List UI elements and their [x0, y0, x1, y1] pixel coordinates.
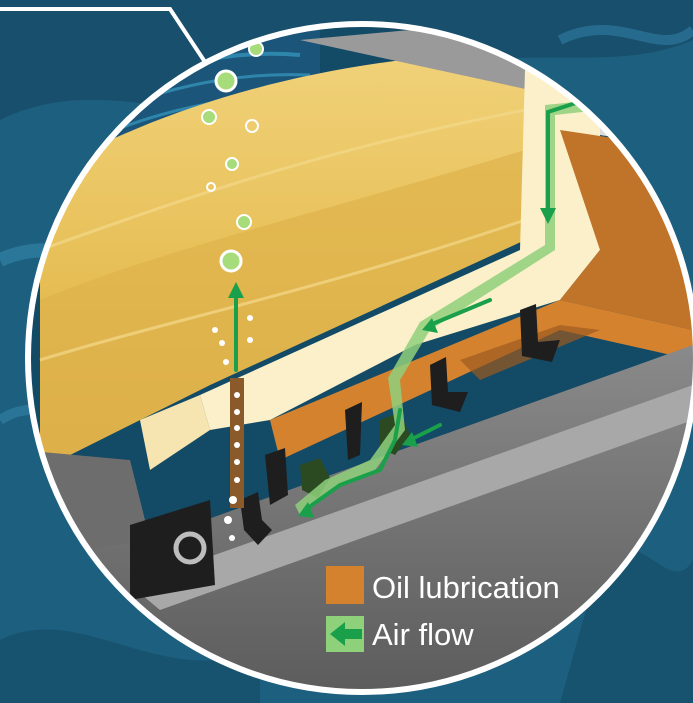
seal-1	[240, 492, 272, 545]
magnified-view: Oil lubrication Air flow	[28, 24, 693, 692]
oil-strip	[270, 300, 693, 460]
air-arrow-path-3	[303, 408, 402, 512]
bubble	[223, 359, 229, 365]
bubble	[214, 69, 238, 93]
bubble	[206, 182, 216, 192]
water-region	[60, 28, 320, 180]
oil-swatch	[326, 566, 364, 604]
air-arrow-path-2	[428, 298, 492, 327]
bubble	[201, 109, 217, 125]
legend-label-air: Air flow	[372, 617, 474, 652]
arrowhead-up	[228, 282, 244, 298]
legend-label-oil: Oil lubrication	[372, 570, 560, 605]
arrowhead-down	[540, 208, 556, 224]
tube-bubble	[224, 516, 232, 524]
tube-bubble	[234, 409, 240, 415]
wave-bottom	[0, 629, 260, 703]
housing-gold-lower	[40, 150, 525, 470]
bearing-ring	[173, 531, 207, 565]
bubble	[245, 119, 259, 133]
arrowhead-left-1	[422, 318, 438, 333]
tube-bubble	[229, 496, 237, 504]
tube-bubble	[234, 425, 240, 431]
air-arrow-path-1	[546, 98, 587, 212]
bubble	[236, 214, 252, 230]
wave-streak-3	[557, 25, 693, 45]
seal-2	[265, 448, 288, 505]
seal-7	[520, 304, 560, 362]
bubble	[247, 315, 253, 321]
rising-bubbles	[201, 41, 264, 365]
seal-4	[345, 402, 362, 460]
wood-grain-1	[39, 218, 526, 362]
legend: Oil lubrication Air flow	[326, 566, 560, 652]
tube-bubbles	[224, 392, 240, 541]
bearing-block	[130, 500, 215, 600]
bubble	[247, 337, 253, 343]
tube-bubble	[229, 535, 235, 541]
arrow-left-icon	[330, 622, 362, 646]
tube-bubble	[234, 459, 240, 465]
arrowhead-left-3	[402, 432, 418, 447]
housing-step	[140, 395, 210, 470]
air-arrowheads	[228, 208, 556, 518]
bubble	[219, 249, 243, 273]
tube-bubble	[234, 442, 240, 448]
wood-grain-2	[39, 108, 526, 252]
air-flow-arrows	[234, 98, 587, 512]
bubble	[219, 340, 225, 346]
seal-6	[430, 357, 468, 412]
bubble	[225, 157, 239, 171]
shaft-highlight	[130, 385, 693, 610]
arrowhead-left-2	[298, 502, 314, 518]
magnifier-ring	[25, 21, 693, 695]
air-flow-channel	[295, 100, 600, 515]
air-arrow-path-4	[408, 423, 442, 442]
tube-bubble	[234, 392, 240, 398]
callout-line	[0, 7, 207, 64]
bubble	[212, 327, 218, 333]
tube-bubble	[234, 477, 240, 483]
